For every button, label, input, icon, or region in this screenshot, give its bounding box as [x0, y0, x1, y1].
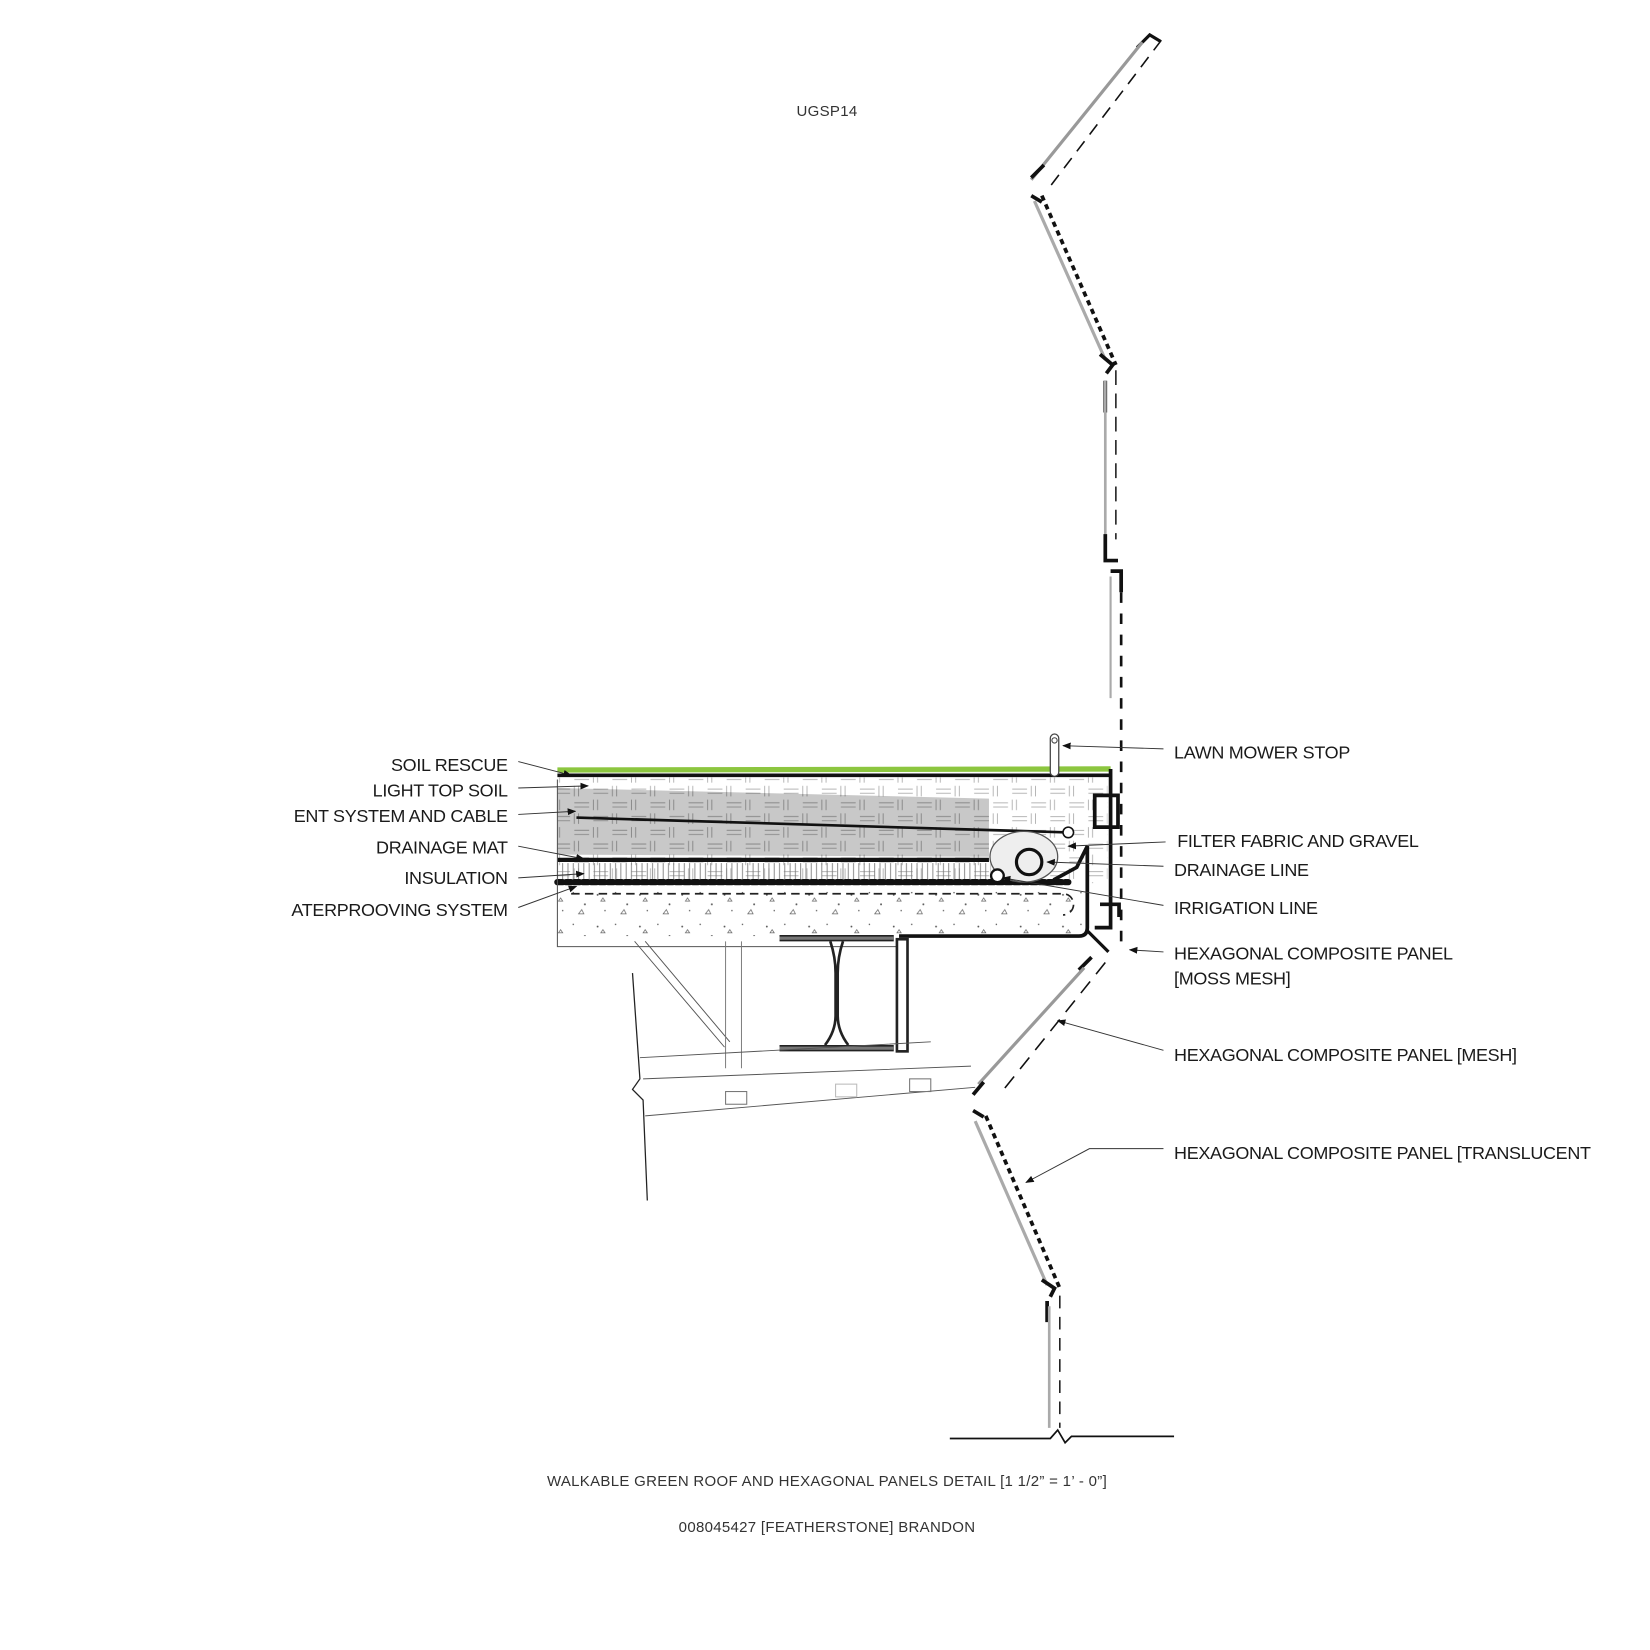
- drainage-pipe: [1014, 847, 1044, 877]
- label-lawn-mower-stop: LAWN MOWER STOP: [1174, 742, 1350, 762]
- lower-hexagonal-panels: [949, 955, 1175, 1445]
- label-moss-panel-sub: [MOSS MESH]: [1174, 969, 1290, 989]
- right-labels: LAWN MOWER STOP FILTER FABRIC AND GRAVEL…: [1174, 742, 1591, 1163]
- label-light-top-soil: LIGHT TOP SOIL: [373, 780, 508, 800]
- label-drainage-line: DRAINAGE LINE: [1174, 860, 1309, 880]
- left-labels: SOIL RESCUE LIGHT TOP SOIL ENT SYSTEM AN…: [291, 755, 508, 920]
- green-roof-section: [554, 733, 1121, 954]
- edge-curb: [1092, 768, 1121, 930]
- drawing-title: WALKABLE GREEN ROOF AND HEXAGONAL PANELS…: [547, 1473, 1107, 1490]
- label-waterproofing: ATERPROOVING SYSTEM: [291, 900, 507, 920]
- label-soil-rescue: SOIL RESCUE: [391, 755, 508, 775]
- irrigation-cable: [576, 816, 1069, 834]
- label-irrigation-system: ENT SYSTEM AND CABLE: [294, 806, 508, 826]
- left-leaders: [518, 761, 589, 908]
- right-leaders: [1001, 742, 1166, 1183]
- label-irrigation-line: IRRIGATION LINE: [1174, 898, 1318, 918]
- label-translucent-panel: HEXAGONAL COMPOSITE PANEL [TRANSLUCENT: [1174, 1143, 1591, 1163]
- label-drainage-mat: DRAINAGE MAT: [376, 838, 508, 858]
- structure: [631, 935, 976, 1201]
- upper-hexagonal-panels: [1029, 32, 1162, 952]
- sheet-code: UGSP14: [797, 103, 858, 120]
- label-filter-fabric: FILTER FABRIC AND GRAVEL: [1177, 831, 1419, 851]
- label-mesh-panel: HEXAGONAL COMPOSITE PANEL [MESH]: [1174, 1045, 1517, 1065]
- insulation-layer: [557, 863, 992, 881]
- drawing-author: 008045427 [FEATHERSTONE] BRANDON: [679, 1519, 976, 1536]
- grass-layer: [557, 766, 1111, 773]
- label-insulation: INSULATION: [404, 868, 507, 888]
- irrigation-pipe: [989, 868, 1005, 884]
- concrete-deck: [557, 885, 1087, 937]
- lawn-mower-stop: [1049, 733, 1060, 777]
- ground-line: [949, 1428, 1175, 1445]
- label-moss-panel: HEXAGONAL COMPOSITE PANEL: [1174, 943, 1453, 963]
